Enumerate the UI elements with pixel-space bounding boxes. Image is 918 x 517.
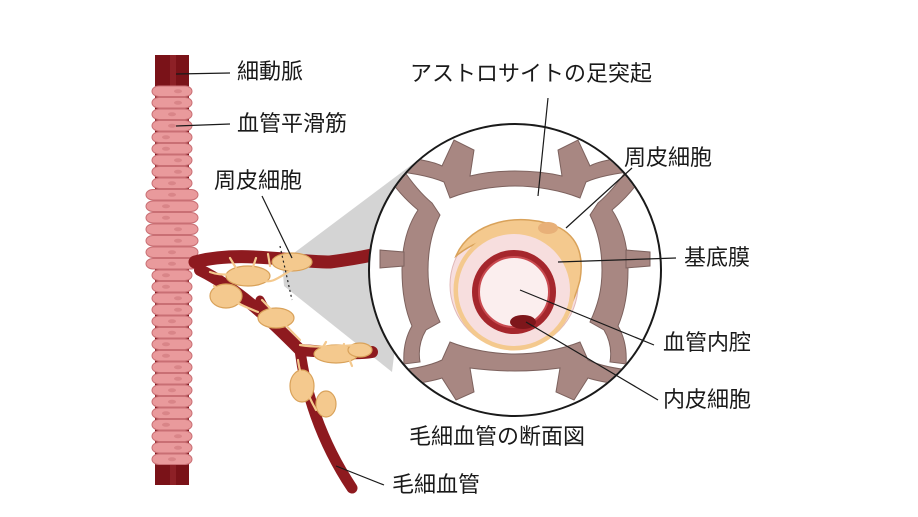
muscle-nucleus [174, 434, 182, 439]
muscle-ring [145, 200, 199, 212]
muscle-nucleus [168, 457, 176, 462]
muscle-ring [151, 97, 193, 109]
muscle-nucleus [174, 307, 182, 312]
muscle-nucleus [174, 445, 182, 450]
muscle-nucleus [168, 181, 176, 186]
muscle-nucleus [162, 411, 170, 416]
muscle-ring [151, 269, 193, 281]
muscle-ring [145, 223, 199, 235]
muscle-ring [151, 361, 193, 373]
muscle-ring [145, 212, 199, 224]
muscle-nucleus [168, 261, 176, 266]
muscle-nucleus [162, 135, 170, 140]
muscle-nucleus [168, 123, 176, 128]
muscle-ring [151, 407, 193, 419]
muscle-ring [151, 350, 193, 362]
muscle-ring [151, 281, 193, 293]
muscle-ring [145, 235, 199, 247]
muscle-nucleus [168, 250, 176, 255]
muscle-ring [151, 373, 193, 385]
smooth-muscle-rings [145, 85, 199, 465]
label-pericyte-left: 周皮細胞 [214, 169, 303, 194]
label-lumen: 血管内腔 [663, 331, 752, 356]
muscle-nucleus [162, 215, 170, 220]
left-leader-lines [175, 72, 385, 486]
label-cross-section: 毛細血管の断面図 [409, 425, 586, 450]
label-smooth-muscle: 血管平滑筋 [237, 112, 348, 137]
muscle-nucleus [174, 89, 182, 94]
muscle-nucleus [162, 342, 170, 347]
muscle-nucleus [168, 319, 176, 324]
muscle-nucleus [174, 296, 182, 301]
muscle-ring [151, 430, 193, 442]
label-capillary: 毛細血管 [392, 473, 481, 498]
muscle-nucleus [174, 227, 182, 232]
muscle-nucleus [174, 365, 182, 370]
muscle-ring [151, 442, 193, 454]
muscle-ring [151, 304, 193, 316]
muscle-nucleus [168, 112, 176, 117]
muscle-nucleus [162, 204, 170, 209]
muscle-nucleus [174, 238, 182, 243]
muscle-ring [151, 154, 193, 166]
muscle-ring [151, 85, 193, 97]
label-endothelial-cell: 内皮細胞 [663, 388, 752, 413]
muscle-nucleus [162, 146, 170, 151]
muscle-nucleus [174, 158, 182, 163]
muscle-nucleus [162, 353, 170, 358]
muscle-nucleus [162, 273, 170, 278]
muscle-nucleus [174, 100, 182, 105]
muscle-nucleus [174, 169, 182, 174]
label-arteriole: 細動脈 [237, 60, 304, 85]
muscle-nucleus [162, 422, 170, 427]
muscle-nucleus [168, 388, 176, 393]
muscle-ring [151, 143, 193, 155]
muscle-nucleus [162, 284, 170, 289]
label-astrocyte-endfeet: アストロサイトの足突起 [410, 62, 653, 87]
muscle-ring [151, 419, 193, 431]
capillary-network [188, 245, 379, 494]
muscle-ring [151, 166, 193, 178]
muscle-nucleus [174, 376, 182, 381]
label-basement-membrane: 基底膜 [684, 246, 751, 271]
muscle-ring [151, 338, 193, 350]
muscle-nucleus [168, 399, 176, 404]
muscle-nucleus [168, 330, 176, 335]
label-pericyte-right: 周皮細胞 [624, 146, 713, 171]
muscle-nucleus [168, 192, 176, 197]
muscle-ring [151, 131, 193, 143]
capillary-cross-section [368, 97, 677, 417]
muscle-ring [151, 292, 193, 304]
